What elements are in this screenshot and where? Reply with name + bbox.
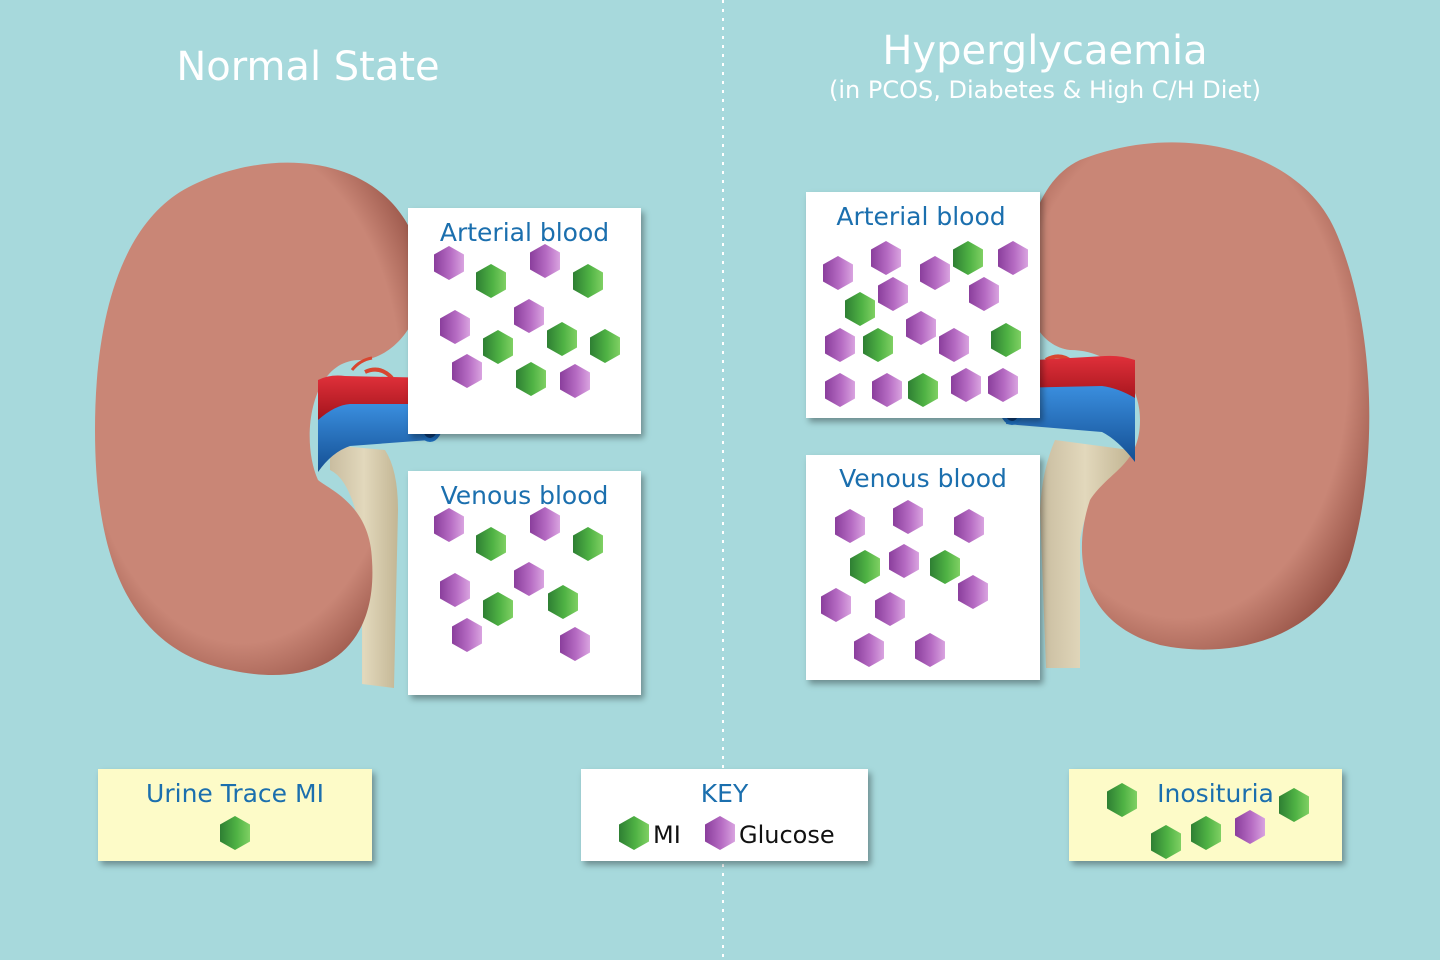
glucose-molecule-hexagon: [889, 544, 919, 578]
right-kidney: [1024, 142, 1370, 650]
glucose-molecule-hexagon: [871, 241, 901, 275]
mi-molecule-hexagon: [573, 527, 603, 561]
left-renal-vein: [318, 404, 430, 472]
key-mi-swatch-icon: [619, 816, 649, 850]
mi-molecule-hexagon: [863, 328, 893, 362]
glucose-molecule-hexagon: [440, 310, 470, 344]
mi-molecule-hexagon: [953, 241, 983, 275]
mi-molecule-hexagon: [1151, 825, 1181, 859]
normal-arterial-blood-label: Arterial blood: [439, 218, 610, 247]
glucose-molecule-hexagon: [878, 277, 908, 311]
glucose-molecule-hexagon: [514, 299, 544, 333]
left-kidney: [95, 162, 423, 676]
mi-molecule-hexagon: [845, 292, 875, 326]
hyper-arterial-blood-panel: Arterial blood: [806, 192, 1040, 418]
mi-molecule-hexagon: [220, 816, 250, 850]
mi-molecule-hexagon: [476, 264, 506, 298]
glucose-molecule-hexagon: [514, 562, 544, 596]
left-artery-branch: [364, 367, 394, 380]
mi-molecule-hexagon: [573, 264, 603, 298]
glucose-molecule-hexagon: [560, 627, 590, 661]
mi-molecule-hexagon: [483, 592, 513, 626]
normal-arterial-blood-panel: Arterial blood: [408, 208, 641, 434]
urine-trace-mi-label: Urine Trace MI: [146, 779, 324, 808]
glucose-molecule-hexagon: [875, 592, 905, 626]
hyperglycaemia-subtitle: (in PCOS, Diabetes & High C/H Diet): [829, 76, 1261, 104]
right-ureter: [1040, 440, 1130, 668]
key-title: KEY: [700, 779, 749, 808]
key-box: KEY MI Glucose: [581, 769, 868, 861]
key-glucose-label: Glucose: [739, 821, 835, 849]
key-glucose-swatch-icon: [705, 816, 735, 850]
glucose-molecule-hexagon: [560, 364, 590, 398]
mi-molecule-hexagon: [850, 550, 880, 584]
glucose-molecule-hexagon: [951, 368, 981, 402]
hyper-arterial-blood-label: Arterial blood: [836, 202, 1006, 231]
key-mi-label: MI: [653, 821, 681, 849]
glucose-molecule-hexagon: [452, 354, 482, 388]
glucose-molecule-hexagon: [969, 277, 999, 311]
glucose-molecule-hexagon: [434, 246, 464, 280]
mi-molecule-hexagon: [1279, 788, 1309, 822]
glucose-molecule-hexagon: [1235, 810, 1265, 844]
glucose-molecule-hexagon: [906, 311, 936, 345]
glucose-molecule-hexagon: [939, 328, 969, 362]
mi-molecule-hexagon: [547, 322, 577, 356]
mi-molecule-hexagon: [1191, 816, 1221, 850]
mi-molecule-hexagon: [590, 329, 620, 363]
glucose-molecule-hexagon: [823, 256, 853, 290]
mi-molecule-hexagon: [483, 330, 513, 364]
glucose-molecule-hexagon: [530, 507, 560, 541]
mi-molecule-hexagon: [908, 373, 938, 407]
glucose-molecule-hexagon: [835, 509, 865, 543]
glucose-molecule-hexagon: [920, 256, 950, 290]
glucose-molecule-hexagon: [872, 373, 902, 407]
glucose-molecule-hexagon: [954, 509, 984, 543]
hyper-venous-blood-panel: Venous blood: [806, 455, 1040, 680]
glucose-molecule-hexagon: [988, 368, 1018, 402]
glucose-molecule-hexagon: [825, 328, 855, 362]
normal-venous-blood-panel: Venous blood: [408, 471, 641, 695]
left-artery-branch-2: [350, 356, 373, 371]
left-kidney-group: [95, 162, 456, 688]
glucose-molecule-hexagon: [958, 575, 988, 609]
glucose-molecule-hexagon: [440, 573, 470, 607]
mi-molecule-hexagon: [516, 362, 546, 396]
glucose-molecule-hexagon: [998, 241, 1028, 275]
glucose-molecule-hexagon: [825, 373, 855, 407]
hyper-venous-blood-label: Venous blood: [839, 464, 1007, 493]
inosituria-label: Inosituria: [1157, 779, 1274, 808]
glucose-molecule-hexagon: [452, 618, 482, 652]
glucose-molecule-hexagon: [530, 244, 560, 278]
normal-state-title: Normal State: [176, 44, 440, 90]
right-kidney-group: [983, 142, 1370, 668]
mi-molecule-hexagon: [548, 585, 578, 619]
mi-molecule-hexagon: [930, 550, 960, 584]
glucose-molecule-hexagon: [893, 500, 923, 534]
mi-molecule-hexagon: [476, 527, 506, 561]
mi-molecule-hexagon: [1107, 783, 1137, 817]
glucose-molecule-hexagon: [854, 633, 884, 667]
inosituria-box: Inosituria: [1069, 769, 1342, 861]
normal-venous-blood-label: Venous blood: [440, 481, 609, 510]
hyperglycaemia-title: Hyperglycaemia: [882, 28, 1208, 74]
urine-trace-mi-box: Urine Trace MI: [98, 769, 372, 861]
glucose-molecule-hexagon: [821, 588, 851, 622]
mi-molecule-hexagon: [991, 323, 1021, 357]
glucose-molecule-hexagon: [434, 508, 464, 542]
glucose-molecule-hexagon: [915, 633, 945, 667]
